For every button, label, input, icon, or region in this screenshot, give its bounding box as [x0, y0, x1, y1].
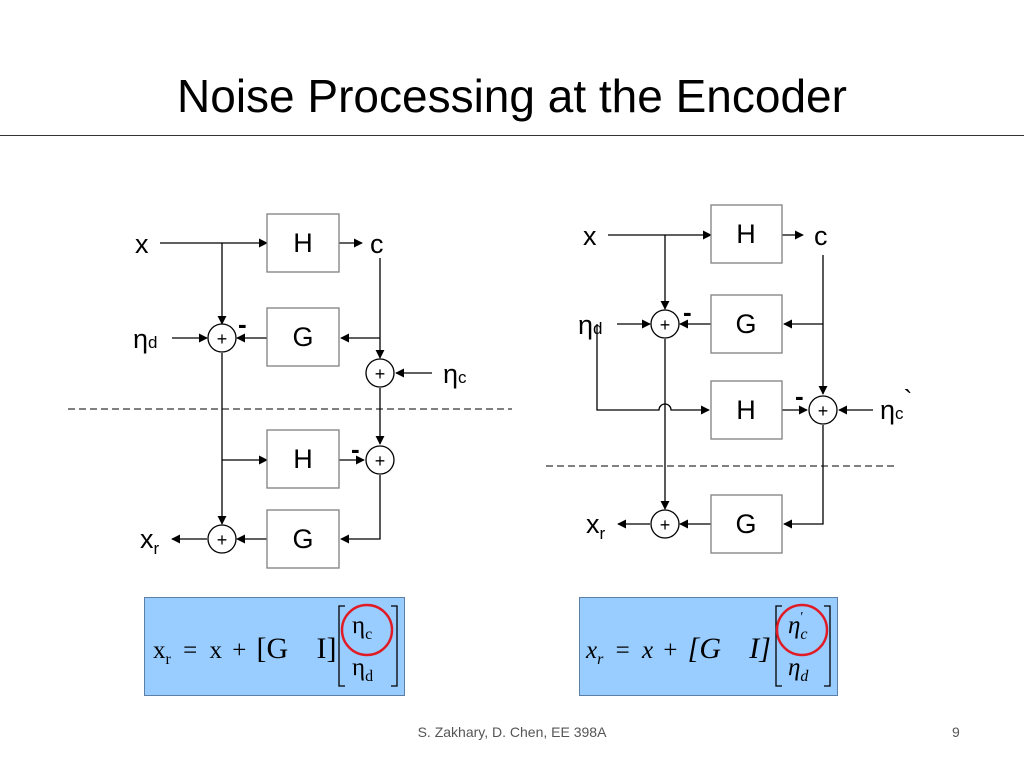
block-h-top: [710, 204, 783, 264]
noise-d-label: ηd: [133, 324, 158, 354]
left-equation-panel: xr = x + [G I] ηc ηd: [144, 597, 405, 696]
sum-symbol: +: [375, 364, 386, 384]
sum-symbol: +: [375, 451, 386, 471]
right-diagram: [596, 230, 873, 529]
output-label: xr: [140, 524, 160, 558]
block-g-top: [266, 307, 340, 367]
left-summers: + + + + - -: [207, 309, 395, 554]
summing-junction: [808, 395, 838, 425]
right-vector-bottom: ηd: [788, 654, 809, 685]
block-label: H: [736, 219, 756, 249]
noise-c-prime-label: ηc`: [880, 385, 913, 425]
highlight-circle: [775, 603, 829, 657]
summing-junction: [365, 358, 395, 388]
noise-d-label: ηd: [578, 310, 603, 340]
block-g-top: [710, 294, 783, 354]
block-h-middle: [710, 380, 783, 440]
minus-sign: -: [238, 309, 247, 339]
summing-junction: [207, 323, 237, 353]
page-number: 9: [952, 724, 960, 740]
block-g-bottom: [266, 509, 340, 569]
block-label: G: [735, 509, 756, 539]
summing-junction: [365, 445, 395, 475]
right-vector-top: ηc': [788, 610, 808, 643]
left-vector-top: ηc: [352, 612, 373, 643]
left-vector-bottom: ηd: [352, 654, 374, 685]
summing-junction: [207, 524, 237, 554]
right-equation: xr = x + [G I]: [586, 632, 771, 668]
sum-symbol: +: [660, 315, 671, 335]
minus-sign: -: [683, 297, 692, 327]
summing-junction: [650, 509, 680, 539]
footer-credit: S. Zakhary, D. Chen, EE 398A: [417, 724, 607, 740]
slide-title: Noise Processing at the Encoder: [177, 70, 847, 122]
summing-junction: [650, 309, 680, 339]
noise-c-label: ηc: [443, 359, 467, 389]
input-label: x: [135, 229, 149, 259]
right-summers: + + + - -: [650, 297, 838, 539]
sum-symbol: +: [217, 530, 228, 550]
block-label: G: [292, 322, 313, 352]
title-divider: [0, 135, 1024, 136]
sum-symbol: +: [818, 401, 829, 421]
minus-sign: -: [795, 381, 804, 411]
highlight-circle: [340, 603, 394, 657]
block-h-bottom: [266, 429, 340, 489]
left-equation: xr = x + [G I]: [153, 632, 337, 668]
left-blocks: H G H G: [266, 213, 340, 569]
side-output-label: c: [370, 229, 384, 259]
left-vector-bracket: [338, 603, 398, 687]
block-h-top: [266, 213, 340, 273]
right-equation-panel: xr = x + [G I] ηc' ηd: [579, 597, 838, 696]
side-output-label: c: [814, 221, 828, 251]
block-label: G: [292, 524, 313, 554]
right-vector-bracket: [775, 603, 831, 687]
block-label: H: [736, 395, 756, 425]
sum-symbol: +: [660, 515, 671, 535]
block-g-bottom: [710, 494, 783, 554]
block-label: H: [293, 228, 313, 258]
sum-symbol: +: [217, 329, 228, 349]
right-blocks: H G H G: [710, 204, 783, 554]
input-label: x: [583, 221, 597, 251]
block-label: G: [735, 309, 756, 339]
left-diagram: [160, 238, 432, 544]
output-label: xr: [586, 509, 606, 543]
block-label: H: [293, 444, 313, 474]
minus-sign: -: [351, 434, 360, 464]
